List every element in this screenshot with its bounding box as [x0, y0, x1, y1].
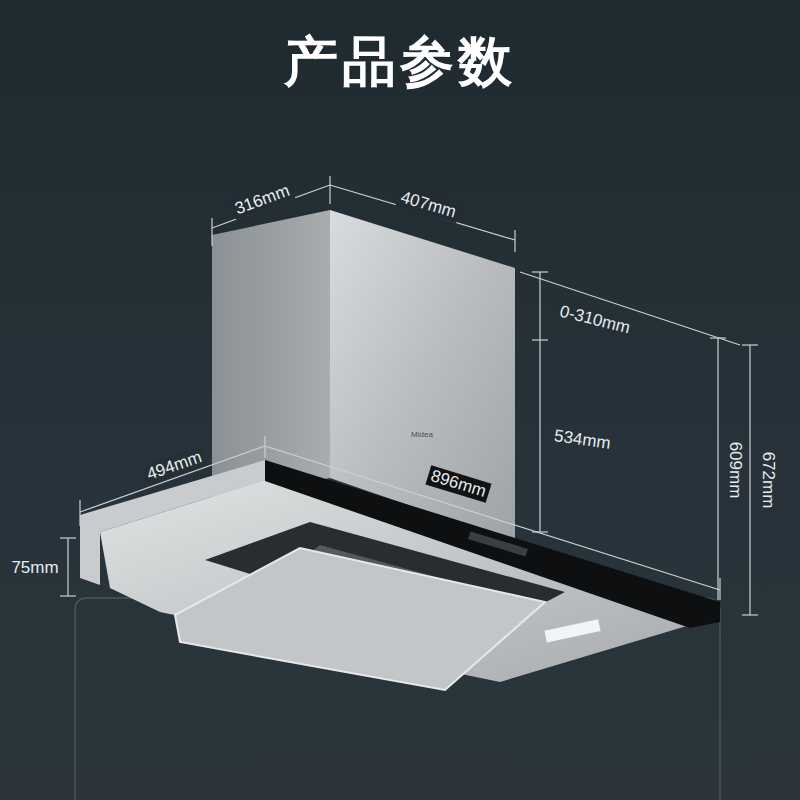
glass-panel — [265, 460, 720, 628]
dimension-label: 316mm — [229, 180, 295, 220]
brand-logo: Midea — [411, 430, 433, 439]
dimension-label: 672mm — [758, 449, 778, 512]
chimney-side — [212, 210, 330, 500]
control-panel — [468, 531, 528, 556]
page-title: 产品参数 — [284, 26, 516, 99]
dimension-label: 407mm — [395, 187, 461, 224]
dimension-label: 75mm — [11, 558, 58, 578]
dimension-label: 494mm — [141, 446, 207, 485]
light-strip — [544, 619, 600, 642]
dimension-label: 609mm — [725, 439, 745, 502]
dimension-lines — [60, 176, 758, 615]
hood-flap — [175, 548, 545, 690]
dimension-label: 534mm — [553, 426, 612, 454]
